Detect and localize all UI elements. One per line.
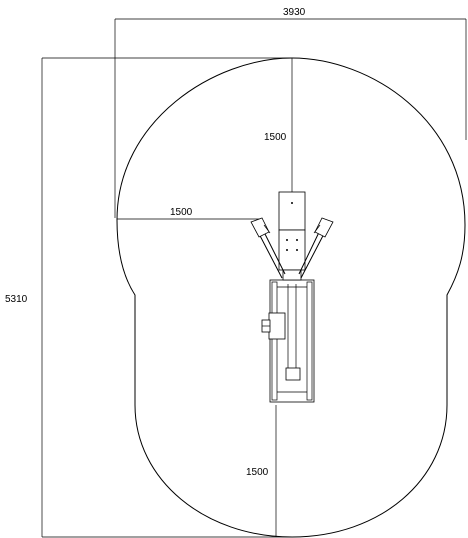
rear-clearance-label: 1500: [246, 467, 269, 478]
machine-left-rail: [271, 281, 278, 401]
front-clearance-label: 1500: [264, 132, 287, 143]
machine-seat-base: [282, 269, 302, 281]
side-clearance-label: 1500: [170, 207, 193, 218]
overall-width-label: 3930: [283, 7, 306, 18]
overall-width-dimension: 3930: [114, 7, 467, 218]
overall-length-label: 5310: [5, 294, 28, 305]
rear-clearance-dimension: 1500: [246, 405, 277, 537]
machine-back-pad: [278, 191, 306, 231]
machine-carriage: [285, 367, 301, 381]
weight-selector: [268, 312, 286, 340]
machine-right-rail: [306, 281, 313, 401]
overall-length-dimension: 5310: [5, 57, 292, 538]
machine-seat-pad: [278, 229, 306, 271]
side-clearance-dimension: 1500: [117, 207, 262, 220]
machine-base-frame: [269, 279, 315, 403]
front-clearance-dimension: 1500: [264, 58, 293, 192]
machine-top-view: [250, 191, 334, 403]
